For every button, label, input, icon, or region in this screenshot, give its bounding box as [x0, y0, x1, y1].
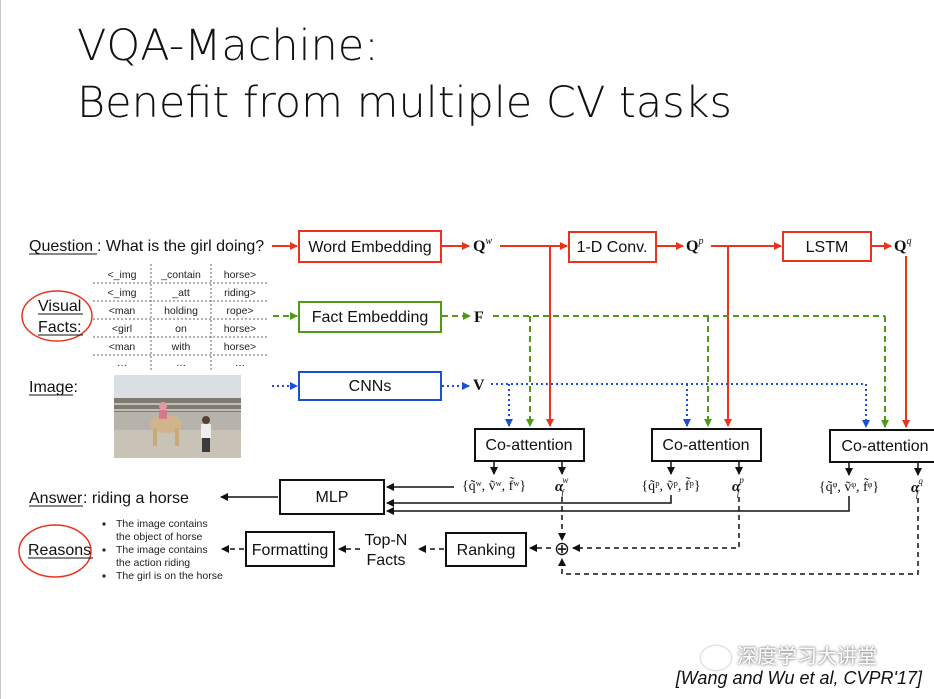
- fact-cell: …: [117, 357, 128, 369]
- reason-line: The image contains: [116, 518, 208, 530]
- fact-cell: horse>: [224, 341, 256, 353]
- ranking-label: Ranking: [457, 542, 516, 559]
- title-line-1: VQA-Machine:: [77, 21, 379, 71]
- coattention-box-1: [474, 428, 585, 462]
- input-photo: [114, 375, 241, 458]
- fact-cell: <_img: [108, 287, 137, 299]
- word-embedding-label: Word Embedding: [308, 239, 431, 256]
- fact-cell: <man: [109, 341, 136, 353]
- cnns-box: [298, 371, 442, 401]
- mlp-label: MLP: [316, 489, 349, 506]
- arrow-alpha-p-to-sum: [572, 497, 740, 552]
- fact-embedding-label: Fact Embedding: [312, 309, 429, 326]
- watermark-text: 深度学习大讲堂: [737, 644, 877, 668]
- fact-cell: rope>: [226, 305, 253, 317]
- attended-set-q: {q̃ᵠ, ṽᵠ, f̃ᵠ}: [819, 478, 879, 495]
- reason-line: The girl is on the horse: [116, 570, 223, 582]
- watermark: 深度学习大讲堂: [701, 640, 877, 670]
- arrow-set-q-to-mlp: [386, 496, 850, 515]
- fact-cell: horse>: [224, 269, 256, 281]
- image-label: Image:: [29, 379, 78, 396]
- formatting-box: [245, 531, 335, 567]
- arrow-set-p-to-mlp: [386, 495, 672, 507]
- lstm-box: [782, 231, 872, 262]
- fact-cell: on: [175, 323, 187, 335]
- fact-cell: with: [171, 341, 191, 353]
- question-label: Question: [29, 238, 93, 255]
- cnns-label: CNNs: [349, 378, 392, 395]
- coattention-box-3: [829, 429, 934, 463]
- reasons-list: The image contains the object of horse T…: [102, 518, 223, 582]
- reason-line: the object of horse: [116, 531, 203, 543]
- fact-cell: horse>: [224, 323, 256, 335]
- visual-facts-label-line2: Facts:: [38, 319, 82, 336]
- f-symbol: F: [474, 309, 484, 326]
- qq-symbol: Qq: [894, 236, 911, 255]
- reasons-highlight: [18, 524, 92, 578]
- wechat-icon: [701, 645, 731, 670]
- sum-operator: ⊕: [554, 539, 570, 560]
- conv-box: [568, 231, 657, 263]
- fact-cell: <man: [109, 305, 136, 317]
- fact-embedding-box: [298, 301, 442, 333]
- fact-cell: …: [235, 357, 246, 369]
- v-symbol: V: [473, 377, 485, 394]
- fact-cell: holding: [164, 305, 198, 317]
- citation: [Wang and Wu et al, CVPR'17]: [675, 668, 922, 688]
- conv-label: 1-D Conv.: [577, 239, 648, 256]
- topn-label-line2: Facts: [366, 552, 405, 569]
- word-embedding-box: [298, 230, 442, 263]
- mlp-box: [279, 479, 385, 515]
- fact-cell: <girl: [112, 323, 132, 335]
- fact-cell: <_img: [108, 269, 137, 281]
- coattention-box-2: [651, 428, 762, 462]
- coattention-label-2: Co-attention: [662, 437, 749, 454]
- question-text: : What is the girl doing?: [97, 238, 264, 255]
- fact-cell: riding>: [224, 287, 256, 299]
- formatting-label: Formatting: [252, 542, 328, 559]
- qw-symbol: Qw: [473, 236, 492, 255]
- facts-table: <_img _contain horse> <_img _att riding>…: [93, 264, 269, 370]
- answer-text: : riding a horse: [83, 490, 189, 507]
- answer-label: Answer: [29, 490, 83, 507]
- coattention-label-1: Co-attention: [485, 437, 572, 454]
- fact-cell: _contain: [160, 269, 201, 281]
- visual-facts-label-line1: Visual: [38, 298, 81, 315]
- ranking-box: [445, 532, 527, 567]
- attended-set-p: {q̃ᵖ, ṽᵖ, f̃ᵖ}: [641, 477, 700, 494]
- reason-line: The image contains: [116, 544, 208, 556]
- coattention-label-3: Co-attention: [841, 438, 928, 455]
- fact-cell: _att: [171, 287, 190, 299]
- qp-symbol: Qp: [686, 236, 703, 255]
- title-line-2: Benefit from multiple CV tasks: [77, 78, 732, 128]
- fact-cell: …: [176, 357, 187, 369]
- slide-title: VQA-Machine: Benefit from multiple CV ta…: [77, 18, 732, 132]
- reason-line: the action riding: [116, 557, 190, 569]
- arrow-alpha-q-to-sum: [558, 498, 919, 575]
- topn-label-line1: Top-N: [365, 532, 408, 549]
- attended-set-w: {q̃ʷ, ṽʷ, f̃ʷ}: [462, 477, 526, 494]
- visual-facts-highlight: [21, 290, 93, 342]
- lstm-label: LSTM: [806, 239, 849, 256]
- reasons-label: Reasons: [28, 542, 91, 559]
